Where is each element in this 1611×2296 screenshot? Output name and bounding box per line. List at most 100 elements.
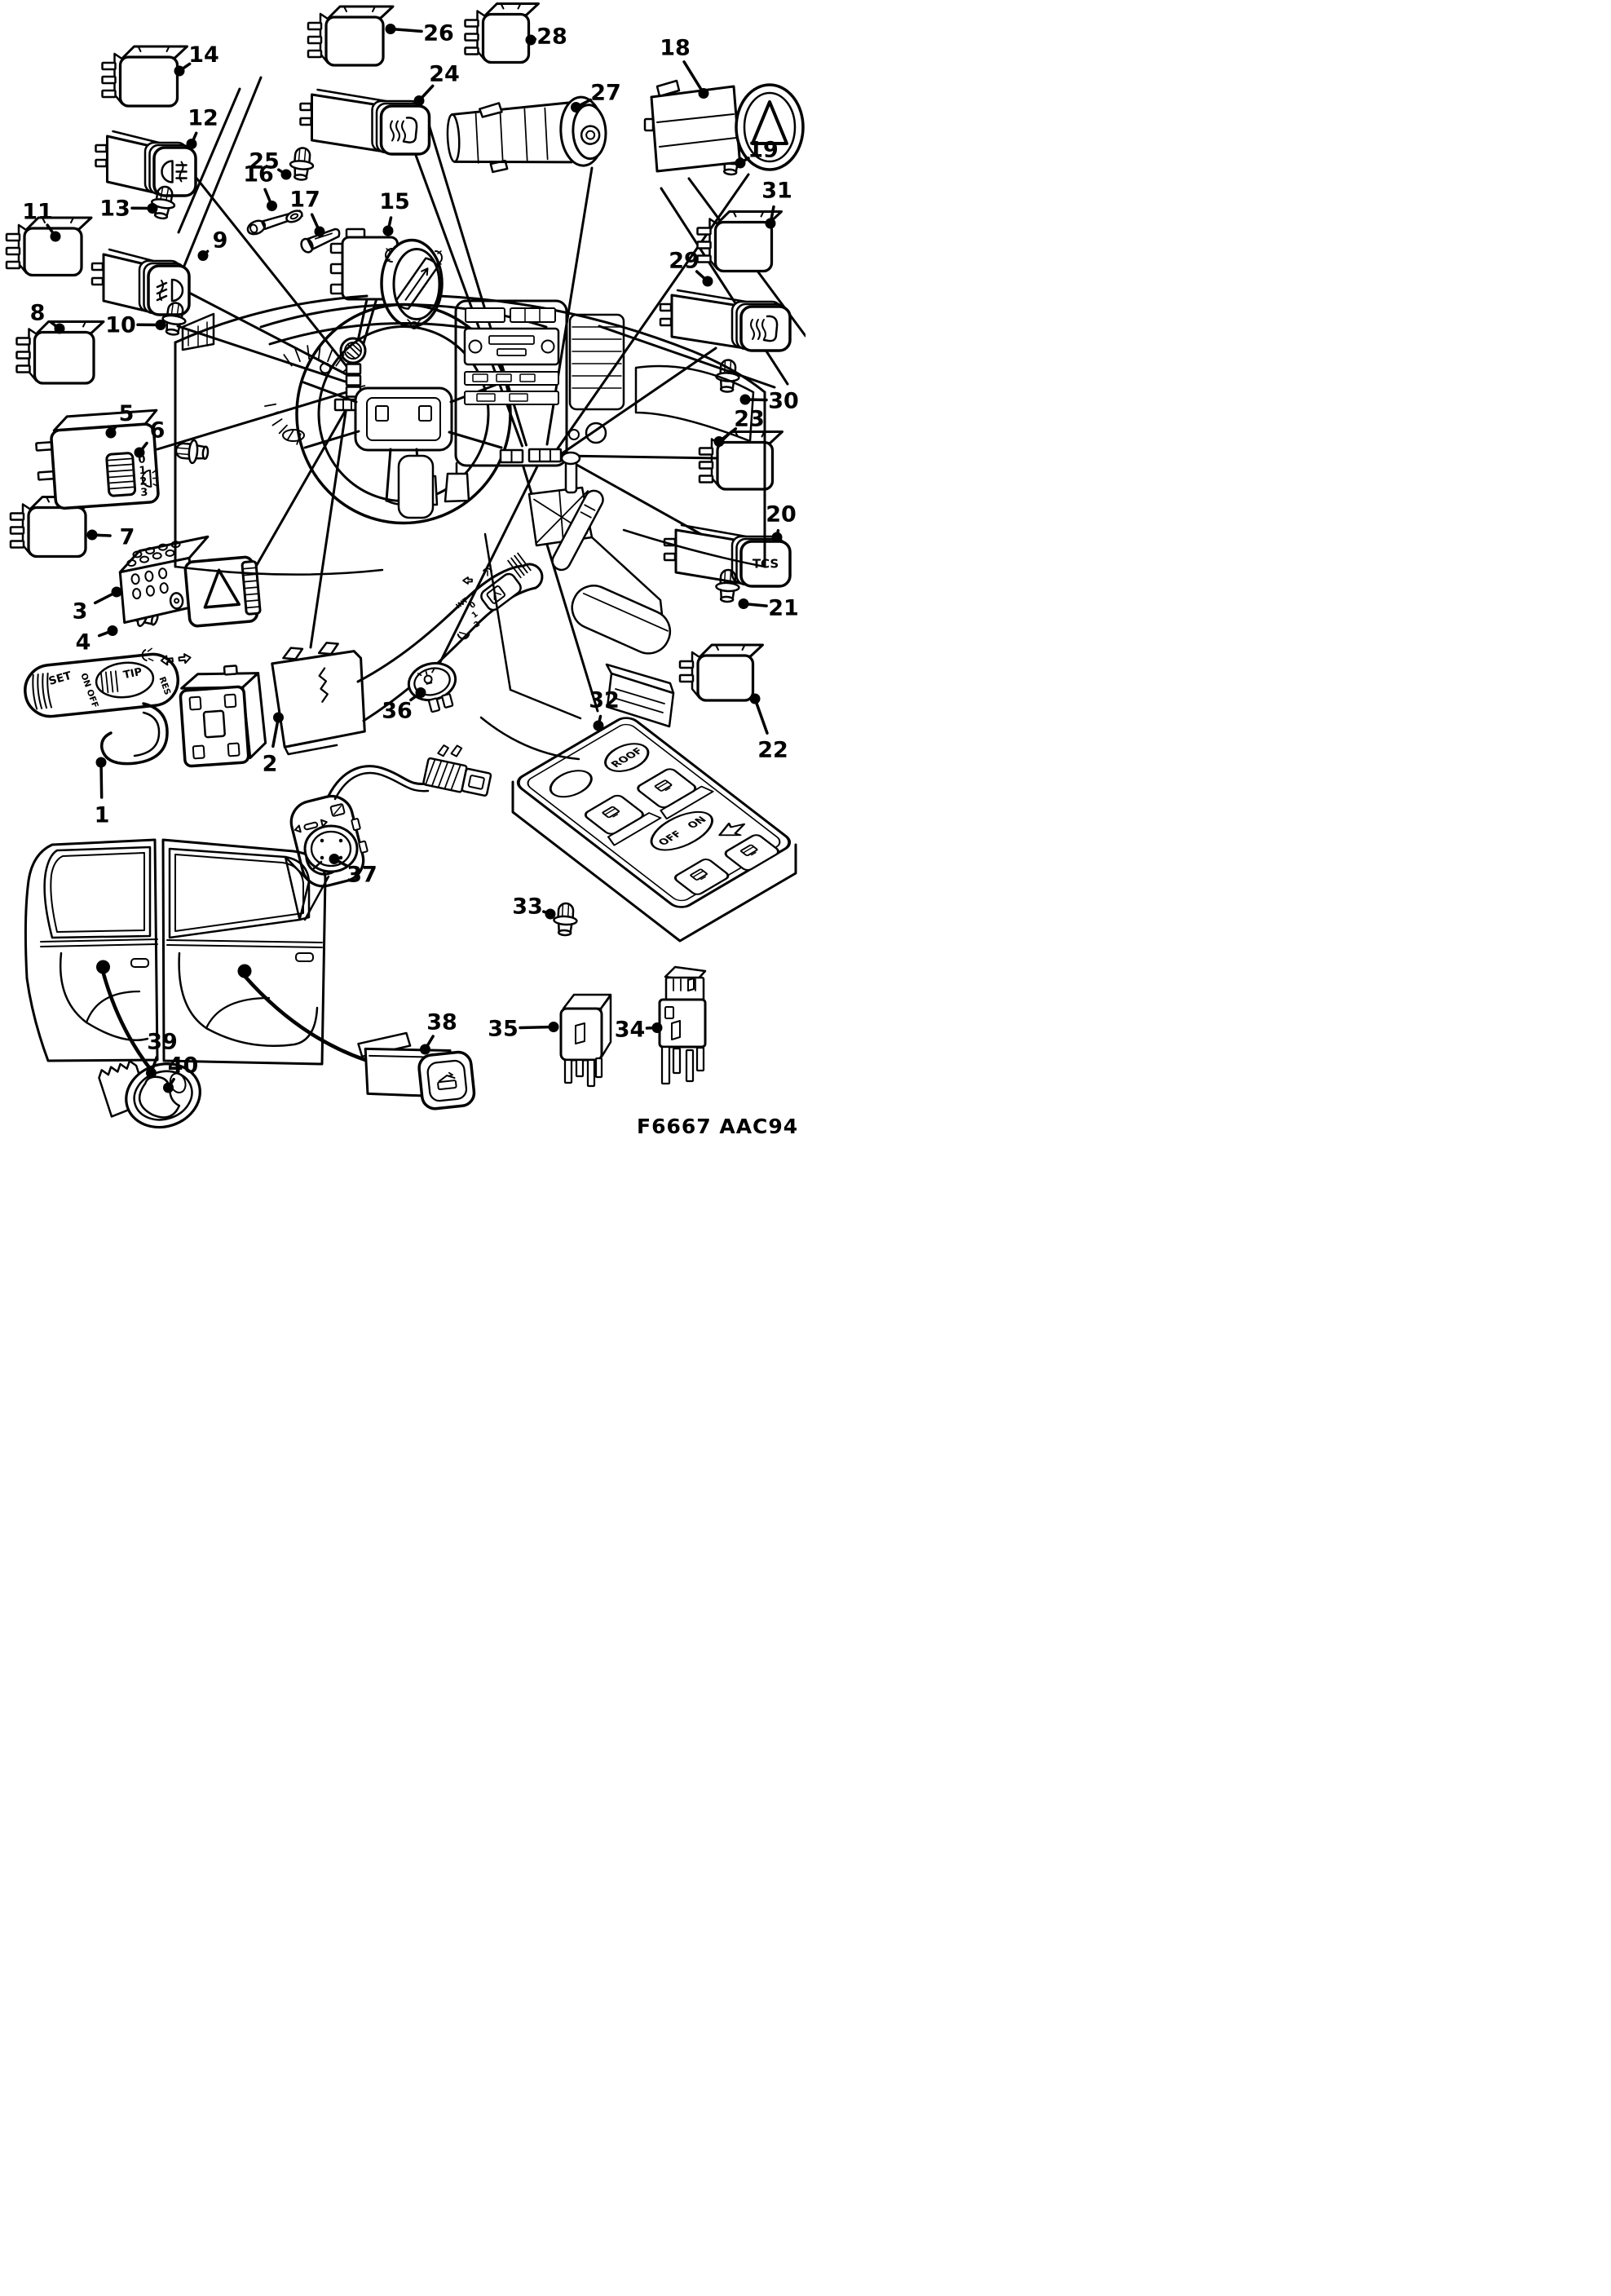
part-pin-17 (300, 227, 341, 254)
callout-3: 3 (73, 586, 122, 625)
callout-10: 10 (105, 313, 166, 338)
callout-14-number: 14 (188, 42, 219, 68)
stalk-hook (99, 702, 169, 766)
callout-34-number: 34 (615, 1018, 646, 1043)
callout-20-number: 20 (766, 502, 797, 528)
callout-22: 22 (749, 693, 788, 763)
callout-28-number: 28 (536, 24, 567, 50)
part-switch-9 (90, 248, 191, 316)
callout-4-number: 4 (76, 630, 91, 656)
callout-30: 30 (739, 389, 799, 414)
mirror-switch-harness (327, 765, 430, 801)
part-switch-12 (95, 130, 197, 197)
callout-30-number: 30 (768, 389, 799, 414)
interior-light-rocker (407, 661, 457, 713)
part-lever-16 (246, 210, 303, 236)
callout-20: 20 (766, 502, 797, 543)
part-bulb-21 (715, 568, 740, 603)
callout-13: 13 (99, 196, 158, 222)
svg-text:SET: SET (47, 669, 73, 688)
callout-7-number: 7 (120, 525, 135, 550)
wiper-stalk-base (271, 642, 366, 756)
callouts-layer: 1234567891011121314151617181920212223242… (22, 21, 799, 1093)
bulb-shape (715, 568, 740, 603)
part-relay-14 (101, 45, 188, 108)
callout-36: 36 (382, 687, 426, 724)
callout-34: 34 (615, 1018, 663, 1043)
callout-15-number: 15 (379, 189, 410, 214)
callout-12: 12 (186, 106, 218, 149)
callout-39: 39 (146, 1030, 178, 1079)
callout-11-number: 11 (22, 200, 53, 225)
callout-23: 23 (713, 407, 765, 447)
callout-4: 4 (76, 625, 118, 656)
part-door-switch-39-40 (98, 1060, 201, 1129)
callout-37-number: 37 (346, 863, 377, 888)
car-doors (24, 824, 368, 1072)
callout-26: 26 (385, 21, 454, 46)
callout-28: 28 (525, 24, 567, 50)
callout-24: 24 (413, 62, 460, 106)
callout-25-number: 25 (249, 149, 280, 174)
callout-21: 21 (738, 596, 799, 621)
callout-32: 32 (589, 688, 620, 731)
callout-5: 5 (105, 401, 135, 439)
callout-6-number: 6 (150, 418, 166, 444)
callout-35: 35 (488, 1017, 559, 1042)
part-switch-29 (659, 289, 792, 352)
callout-26-number: 26 (423, 21, 454, 46)
part-relay-28 (464, 2, 540, 64)
part-relay-7 (9, 496, 97, 559)
part-ignition-27 (446, 95, 607, 174)
callout-9: 9 (197, 228, 228, 261)
removal-tool (246, 210, 303, 236)
callout-1: 1 (95, 757, 110, 828)
armrest (571, 585, 672, 655)
callout-16-number: 16 (243, 162, 274, 188)
callout-15: 15 (379, 189, 410, 236)
callout-27: 27 (571, 81, 621, 113)
svg-text:0: 0 (138, 453, 146, 466)
callout-1-number: 1 (95, 803, 110, 828)
bulb-shape (174, 439, 210, 465)
part-bulb-10 (161, 302, 187, 336)
part-hazard-3 (118, 535, 262, 628)
callout-9-number: 9 (213, 228, 228, 254)
part-hazard-18 (643, 79, 805, 173)
callout-33-number: 33 (512, 894, 543, 920)
callout-2: 2 (263, 712, 284, 777)
part-relay-35 (559, 993, 612, 1088)
callout-8: 8 (30, 301, 65, 334)
callout-22-number: 22 (757, 738, 788, 763)
callout-5-number: 5 (119, 401, 135, 426)
hazard-switch-body (118, 535, 262, 628)
svg-text:2: 2 (472, 620, 482, 630)
part-dashboard (174, 294, 766, 761)
wiper-paddle (480, 552, 532, 612)
callout-36-number: 36 (382, 699, 413, 724)
callout-21-number: 21 (768, 596, 799, 621)
callout-2-number: 2 (263, 752, 278, 777)
diagram-code: F6667 AAC94 (637, 1115, 798, 1138)
center-console (479, 451, 675, 761)
callout-31-number: 31 (761, 179, 792, 204)
part-bulb-25 (289, 147, 315, 181)
part-bulb-6 (174, 439, 210, 465)
callout-24-number: 24 (429, 62, 460, 87)
part-relay-11 (5, 216, 93, 277)
callout-31: 31 (761, 179, 792, 229)
callout-16: 16 (243, 162, 277, 211)
bulb-shape (553, 902, 578, 937)
callout-29: 29 (669, 249, 713, 287)
callout-38-number: 38 (426, 1010, 457, 1035)
part-doors (24, 824, 368, 1072)
svg-text:1: 1 (139, 465, 147, 478)
callout-39-number: 39 (147, 1030, 178, 1055)
